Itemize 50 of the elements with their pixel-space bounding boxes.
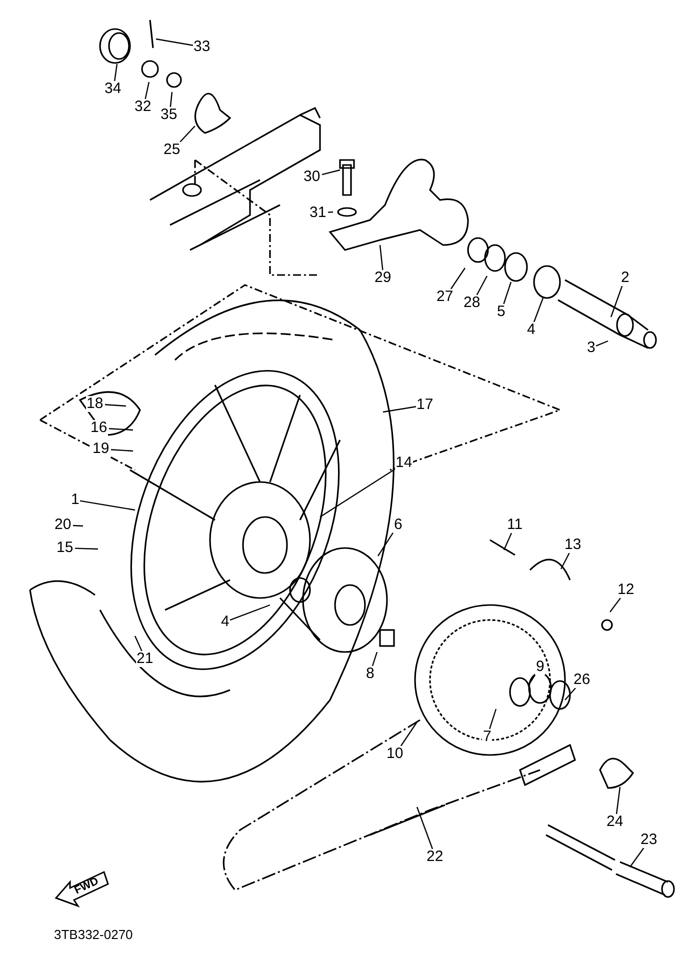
callout-number: 16 [90, 420, 108, 436]
leader-line [630, 848, 644, 868]
leader-line [110, 449, 134, 452]
callout-number: 19 [92, 441, 110, 457]
leader-line [400, 722, 418, 746]
callout-number: 12 [616, 582, 636, 598]
callout-number: 14 [394, 455, 414, 471]
callout-number: 6 [393, 517, 404, 533]
leader-line [379, 244, 384, 270]
leader-line [320, 468, 396, 518]
leader-line [450, 268, 466, 290]
callout-number: 21 [136, 651, 154, 667]
leader-line [476, 276, 488, 296]
callout-number: 23 [640, 832, 658, 848]
leader-line [144, 82, 150, 100]
leader-line [80, 500, 136, 511]
leader-line [416, 806, 434, 850]
leader-line [108, 428, 134, 431]
leader-line [230, 604, 270, 621]
leader-line [528, 674, 536, 686]
leader-line [382, 406, 416, 413]
leader-line [489, 708, 497, 730]
leader-line [533, 298, 544, 322]
leader-line [114, 64, 118, 82]
leader-line [610, 286, 623, 318]
leader-line [104, 404, 126, 407]
callout-number: 18 [86, 396, 104, 412]
leader-line [616, 786, 621, 814]
leader-line [378, 532, 394, 556]
leader-line [180, 126, 196, 142]
callout-number: 2 [620, 270, 630, 286]
leader-line [72, 524, 84, 527]
leader-line [503, 282, 512, 304]
callout-number: 11 [506, 517, 524, 533]
leader-line [372, 652, 378, 666]
leader-line [560, 552, 570, 570]
leader-line [503, 532, 512, 550]
leader-line [322, 169, 340, 176]
callout-number: 13 [564, 537, 582, 553]
leader-line [564, 688, 576, 700]
callout-number: 26 [572, 672, 592, 688]
leader-line [170, 92, 173, 108]
drawing-reference-code: 3TB332-0270 [54, 927, 133, 942]
leader-line [74, 548, 98, 550]
leader-line [328, 211, 334, 213]
leader-line [134, 636, 142, 652]
callout-number: 9 [535, 659, 546, 675]
leader-line [156, 38, 194, 46]
leader-line [596, 340, 608, 346]
leader-line [610, 598, 621, 612]
